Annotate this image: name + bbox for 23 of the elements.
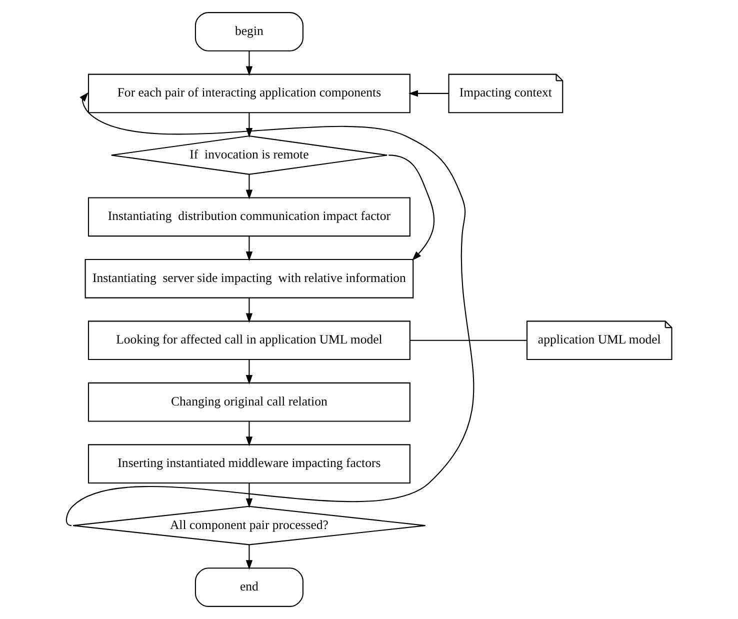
arrow [66, 92, 474, 526]
arrow [408, 90, 449, 97]
arrow [246, 50, 253, 76]
node-box: begin [194, 12, 304, 52]
arrow [246, 421, 253, 446]
node-diamond: If invocation is remote [110, 135, 388, 175]
node-box: Instantiating server side impacting with relative information [84, 258, 414, 298]
arrow [246, 298, 253, 323]
node-diamond: All component pair processed? [72, 506, 426, 546]
arrow [246, 483, 253, 508]
arrow [246, 360, 253, 385]
arrow [246, 112, 253, 138]
node-box: Looking for affected call in application UML model [88, 320, 410, 360]
arrow [246, 174, 253, 200]
node-box: end [194, 568, 304, 607]
node-box: Changing original call relation [88, 382, 410, 422]
node-box: Inserting instantiated middleware impacting factors [88, 444, 410, 484]
arrow [246, 236, 253, 262]
arrow [388, 154, 435, 261]
arrow [246, 544, 253, 570]
node-box: Instantiating distribution communication impact factor [88, 197, 410, 237]
connector [410, 340, 527, 341]
node-box: For each pair of interacting application components [88, 74, 410, 114]
